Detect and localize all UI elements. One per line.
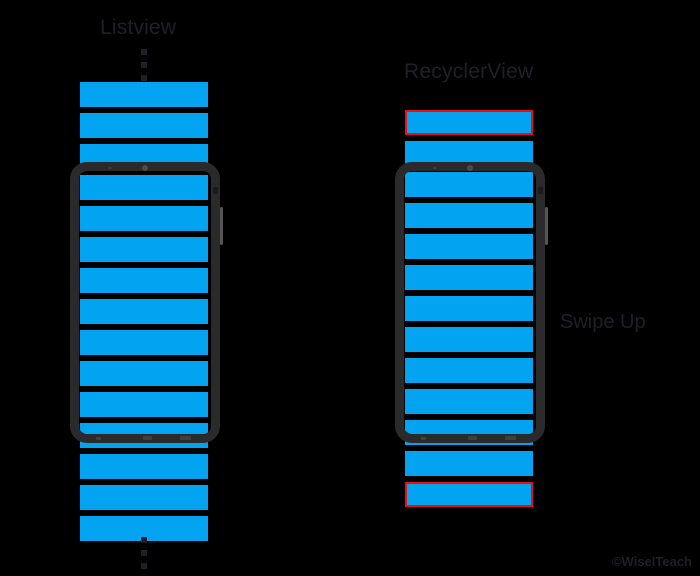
recyclerview-item-row [405,420,533,445]
recyclerview-item-row [405,234,533,259]
listview-item-row [80,237,208,262]
recyclerview-item-row [405,172,533,197]
listview-item-row [80,175,208,200]
phone-power-button [220,207,223,245]
listview-item-row [80,113,208,138]
listview-item-row [80,206,208,231]
recyclerview-item-row [405,389,533,414]
recyclerview-item-row [405,451,533,476]
listview-ellipsis-bottom-icon [141,537,147,569]
listview-item-row [80,82,208,107]
recyclerview-item-row [405,327,533,352]
recyclerview-row-list [405,110,533,507]
recyclerview-item-row [405,141,533,166]
recyclerview-item-row [405,265,533,290]
listview-item-row [80,485,208,510]
recyclerview-item-row [405,203,533,228]
recyclerview-item-row [405,110,533,135]
swipe-up-label: Swipe Up [560,311,646,333]
listview-item-row [80,454,208,479]
listview-item-row [80,361,208,386]
listview-item-row [80,516,208,541]
watermark: ©WiselTeach [611,554,692,569]
listview-item-row [80,330,208,355]
listview-item-row [80,392,208,417]
phone-power-button [545,207,548,245]
listview-item-row [80,144,208,169]
recyclerview-item-row [405,358,533,383]
recyclerview-title: RecyclerView [404,60,534,83]
phone-side-notch-icon [538,187,543,194]
listview-item-row [80,423,208,448]
listview-item-row [80,268,208,293]
recyclerview-item-row [405,296,533,321]
listview-title: Listview [100,16,177,39]
listview-ellipsis-top-icon [141,49,147,81]
recyclerview-item-row [405,482,533,507]
listview-row-list [80,82,208,541]
phone-side-notch-icon [213,187,218,194]
listview-item-row [80,299,208,324]
